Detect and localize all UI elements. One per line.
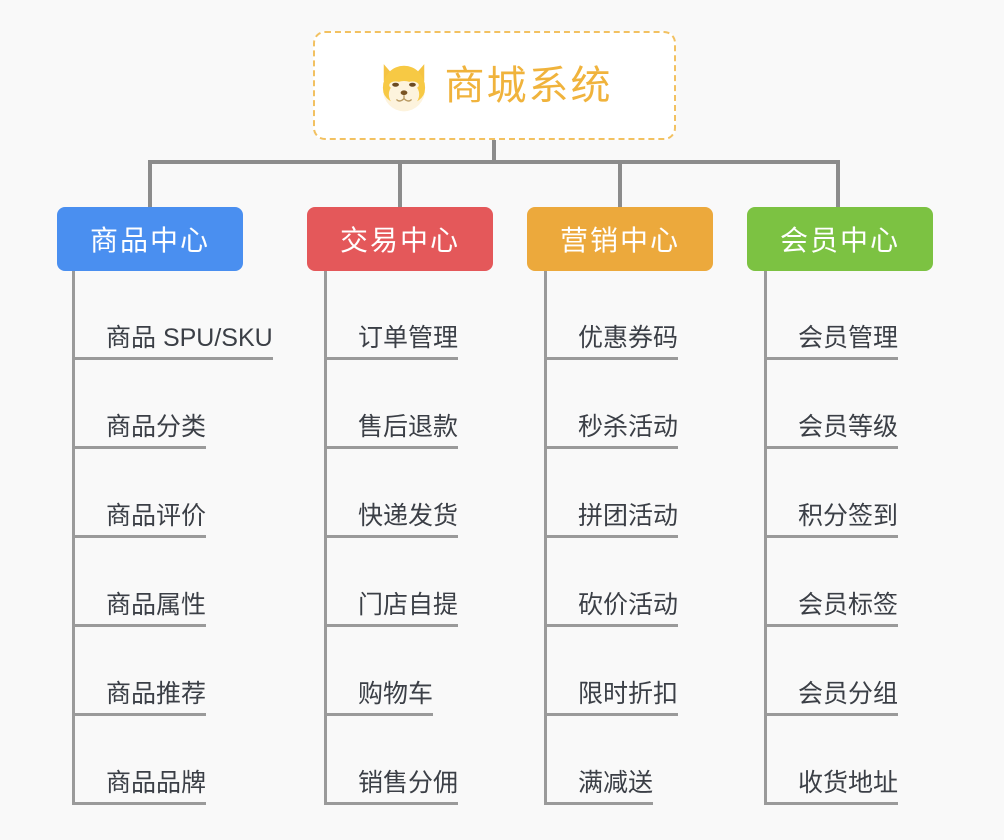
connector-drop-4 <box>836 160 840 208</box>
category-box-1[interactable]: 商品中心 <box>57 207 243 271</box>
leaf-item[interactable]: 售后退款 <box>324 360 459 449</box>
category-label-4: 会员中心 <box>779 225 900 256</box>
leaf-item[interactable]: 购物车 <box>324 627 434 716</box>
leaf-item-label: 商品属性 <box>72 592 207 627</box>
leaf-item[interactable]: 商品 SPU/SKU <box>72 271 273 360</box>
root-node[interactable]: 商城系统 <box>313 31 676 140</box>
category-box-4[interactable]: 会员中心 <box>747 207 933 271</box>
leaf-item[interactable]: 积分签到 <box>764 449 899 538</box>
leaf-item-label: 购物车 <box>324 681 434 716</box>
leaf-item-label: 满减送 <box>544 770 654 805</box>
connector-drop-3 <box>618 160 622 208</box>
connector-drop-2 <box>398 160 402 208</box>
leaf-item-label: 商品评价 <box>72 503 207 538</box>
connector-drop-1 <box>148 160 152 208</box>
leaf-item[interactable]: 会员管理 <box>764 271 899 360</box>
root-title: 商城系统 <box>444 63 613 108</box>
leaf-item[interactable]: 会员分组 <box>764 627 899 716</box>
leaf-item-label: 会员分组 <box>764 681 899 716</box>
leaf-item-label: 商品推荐 <box>72 681 207 716</box>
leaf-item-label: 订单管理 <box>324 325 459 360</box>
leaf-item-label: 收货地址 <box>764 770 899 805</box>
leaf-item[interactable]: 订单管理 <box>324 271 459 360</box>
leaf-item-label: 拼团活动 <box>544 503 679 538</box>
leaf-item-label: 会员标签 <box>764 592 899 627</box>
leaf-item[interactable]: 砍价活动 <box>544 538 679 627</box>
shiba-dog-face-icon <box>382 63 425 111</box>
connector-root-stem <box>492 140 496 162</box>
leaf-item-label: 会员等级 <box>764 414 899 449</box>
leaf-item[interactable]: 销售分佣 <box>324 716 459 805</box>
leaf-item[interactable]: 收货地址 <box>764 716 899 805</box>
category-label-1: 商品中心 <box>89 225 210 256</box>
leaf-item[interactable]: 商品推荐 <box>72 627 207 716</box>
category-box-3[interactable]: 营销中心 <box>527 207 713 271</box>
leaf-item[interactable]: 满减送 <box>544 716 654 805</box>
leaf-item[interactable]: 限时折扣 <box>544 627 679 716</box>
leaf-item-label: 积分签到 <box>764 503 899 538</box>
leaf-item[interactable]: 商品评价 <box>72 449 207 538</box>
leaf-item-label: 售后退款 <box>324 414 459 449</box>
leaf-item-label: 商品品牌 <box>72 770 207 805</box>
leaf-item-label: 快递发货 <box>324 503 459 538</box>
leaf-item-label: 优惠券码 <box>544 325 679 360</box>
leaf-item[interactable]: 会员标签 <box>764 538 899 627</box>
leaf-item-label: 商品分类 <box>72 414 207 449</box>
connector-horizontal-bus <box>148 160 840 164</box>
leaf-item-label: 秒杀活动 <box>544 414 679 449</box>
leaf-item[interactable]: 商品属性 <box>72 538 207 627</box>
leaf-item[interactable]: 快递发货 <box>324 449 459 538</box>
leaf-item-label: 门店自提 <box>324 592 459 627</box>
leaf-item[interactable]: 商品分类 <box>72 360 207 449</box>
leaf-item[interactable]: 秒杀活动 <box>544 360 679 449</box>
leaf-item-label: 销售分佣 <box>324 770 459 805</box>
leaf-item[interactable]: 商品品牌 <box>72 716 207 805</box>
leaf-item[interactable]: 拼团活动 <box>544 449 679 538</box>
leaf-item[interactable]: 优惠券码 <box>544 271 679 360</box>
category-label-3: 营销中心 <box>559 225 680 256</box>
leaf-item-label: 限时折扣 <box>544 681 679 716</box>
leaf-item[interactable]: 门店自提 <box>324 538 459 627</box>
category-box-2[interactable]: 交易中心 <box>307 207 493 271</box>
leaf-item[interactable]: 会员等级 <box>764 360 899 449</box>
category-label-2: 交易中心 <box>339 225 460 256</box>
leaf-item-label: 砍价活动 <box>544 592 679 627</box>
leaf-item-label: 商品 SPU/SKU <box>72 325 273 360</box>
leaf-item-label: 会员管理 <box>764 325 899 360</box>
